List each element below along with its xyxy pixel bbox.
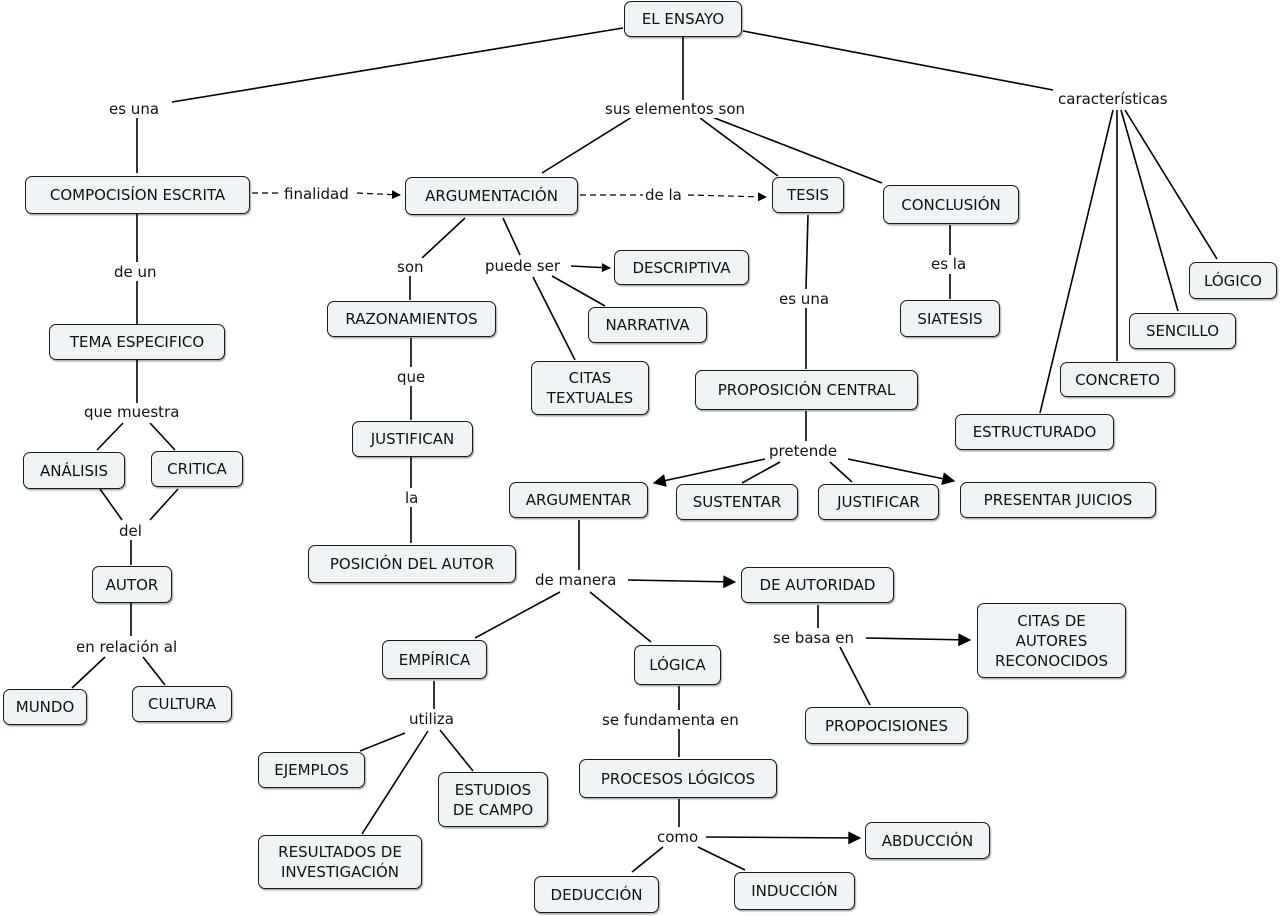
node-siatesis[interactable]: SIATESIS — [900, 300, 1000, 337]
node-descriptiva[interactable]: DESCRIPTIVA — [614, 250, 749, 285]
node-composicion-escrita[interactable]: COMPOCISÍON ESCRITA — [25, 176, 250, 214]
node-cultura[interactable]: CULTURA — [132, 686, 232, 722]
node-autor[interactable]: AUTOR — [92, 566, 172, 603]
node-de-autoridad[interactable]: DE AUTORIDAD — [741, 567, 894, 603]
node-narrativa[interactable]: NARRATIVA — [588, 307, 707, 343]
link-se-basa-en: se basa en — [771, 629, 857, 647]
link-de-manera: de manera — [533, 571, 619, 589]
node-tesis[interactable]: TESIS — [772, 177, 844, 213]
node-logica[interactable]: LÓGICA — [634, 645, 721, 685]
node-deduccion[interactable]: DEDUCCIÓN — [534, 876, 659, 913]
node-conclusion[interactable]: CONCLUSIÓN — [883, 185, 1019, 224]
node-estudios-de-campo[interactable]: ESTUDIOS DE CAMPO — [438, 772, 548, 827]
link-en-relacion-al: en relación al — [74, 638, 180, 656]
node-citas-de-autores[interactable]: CITAS DE AUTORES RECONOCIDOS — [977, 603, 1126, 678]
node-estructurado[interactable]: ESTRUCTURADO — [955, 414, 1114, 450]
link-de-un: de un — [112, 263, 159, 281]
link-se-fundamenta-en: se fundamenta en — [600, 711, 741, 729]
link-como: como — [655, 828, 701, 846]
node-analisis[interactable]: ANÁLISIS — [23, 452, 125, 489]
node-mundo[interactable]: MUNDO — [3, 689, 87, 725]
node-resultados-de-investigacion[interactable]: RESULTADOS DE INVESTIGACIÓN — [258, 835, 422, 889]
link-puede-ser: puede ser — [483, 257, 562, 275]
node-razonamientos[interactable]: RAZONAMIENTOS — [327, 301, 496, 337]
node-el-ensayo[interactable]: EL ENSAYO — [624, 1, 742, 37]
link-la: la — [403, 489, 421, 507]
node-propocisiones[interactable]: PROPOCISIONES — [805, 707, 968, 744]
node-citas-textuales[interactable]: CITAS TEXTUALES — [531, 361, 649, 415]
node-ejemplos[interactable]: EJEMPLOS — [258, 752, 365, 788]
link-finalidad: finalidad — [282, 185, 351, 203]
node-tema-especifico[interactable]: TEMA ESPECIFICO — [49, 324, 225, 360]
node-induccion[interactable]: INDUCCIÓN — [734, 872, 855, 910]
node-argumentacion[interactable]: ARGUMENTACIÓN — [405, 177, 578, 215]
node-sustentar[interactable]: SUSTENTAR — [676, 484, 798, 520]
link-que: que — [395, 368, 428, 386]
link-utiliza: utiliza — [407, 710, 456, 728]
link-es-la: es la — [929, 255, 969, 273]
node-justificar[interactable]: JUSTIFICAR — [818, 484, 939, 520]
link-es-una-1: es una — [107, 100, 162, 118]
node-procesos-logicos[interactable]: PROCESOS LÓGICOS — [579, 759, 777, 798]
link-sus-elementos-son: sus elementos son — [603, 100, 748, 118]
node-logico[interactable]: LÓGICO — [1189, 262, 1277, 299]
link-caracteristicas: características — [1056, 90, 1170, 108]
node-presentar-juicios[interactable]: PRESENTAR JUICIOS — [960, 482, 1156, 518]
link-son: son — [395, 258, 426, 276]
node-abduccion[interactable]: ABDUCCIÓN — [865, 822, 990, 859]
node-empirica[interactable]: EMPÍRICA — [382, 640, 487, 679]
node-argumentar[interactable]: ARGUMENTAR — [509, 482, 648, 518]
node-critica[interactable]: CRITICA — [151, 451, 243, 487]
node-posicion-del-autor[interactable]: POSICIÓN DEL AUTOR — [308, 545, 516, 583]
link-de-la: de la — [643, 186, 684, 204]
node-sencillo[interactable]: SENCILLO — [1129, 313, 1236, 349]
link-es-una-2: es una — [777, 290, 832, 308]
link-pretende: pretende — [767, 442, 839, 460]
link-que-muestra: que muestra — [82, 403, 182, 421]
node-concreto[interactable]: CONCRETO — [1060, 362, 1175, 397]
node-proposicion-central[interactable]: PROPOSICIÓN CENTRAL — [695, 370, 918, 410]
link-del: del — [117, 522, 144, 540]
node-justifican[interactable]: JUSTIFICAN — [352, 421, 473, 457]
